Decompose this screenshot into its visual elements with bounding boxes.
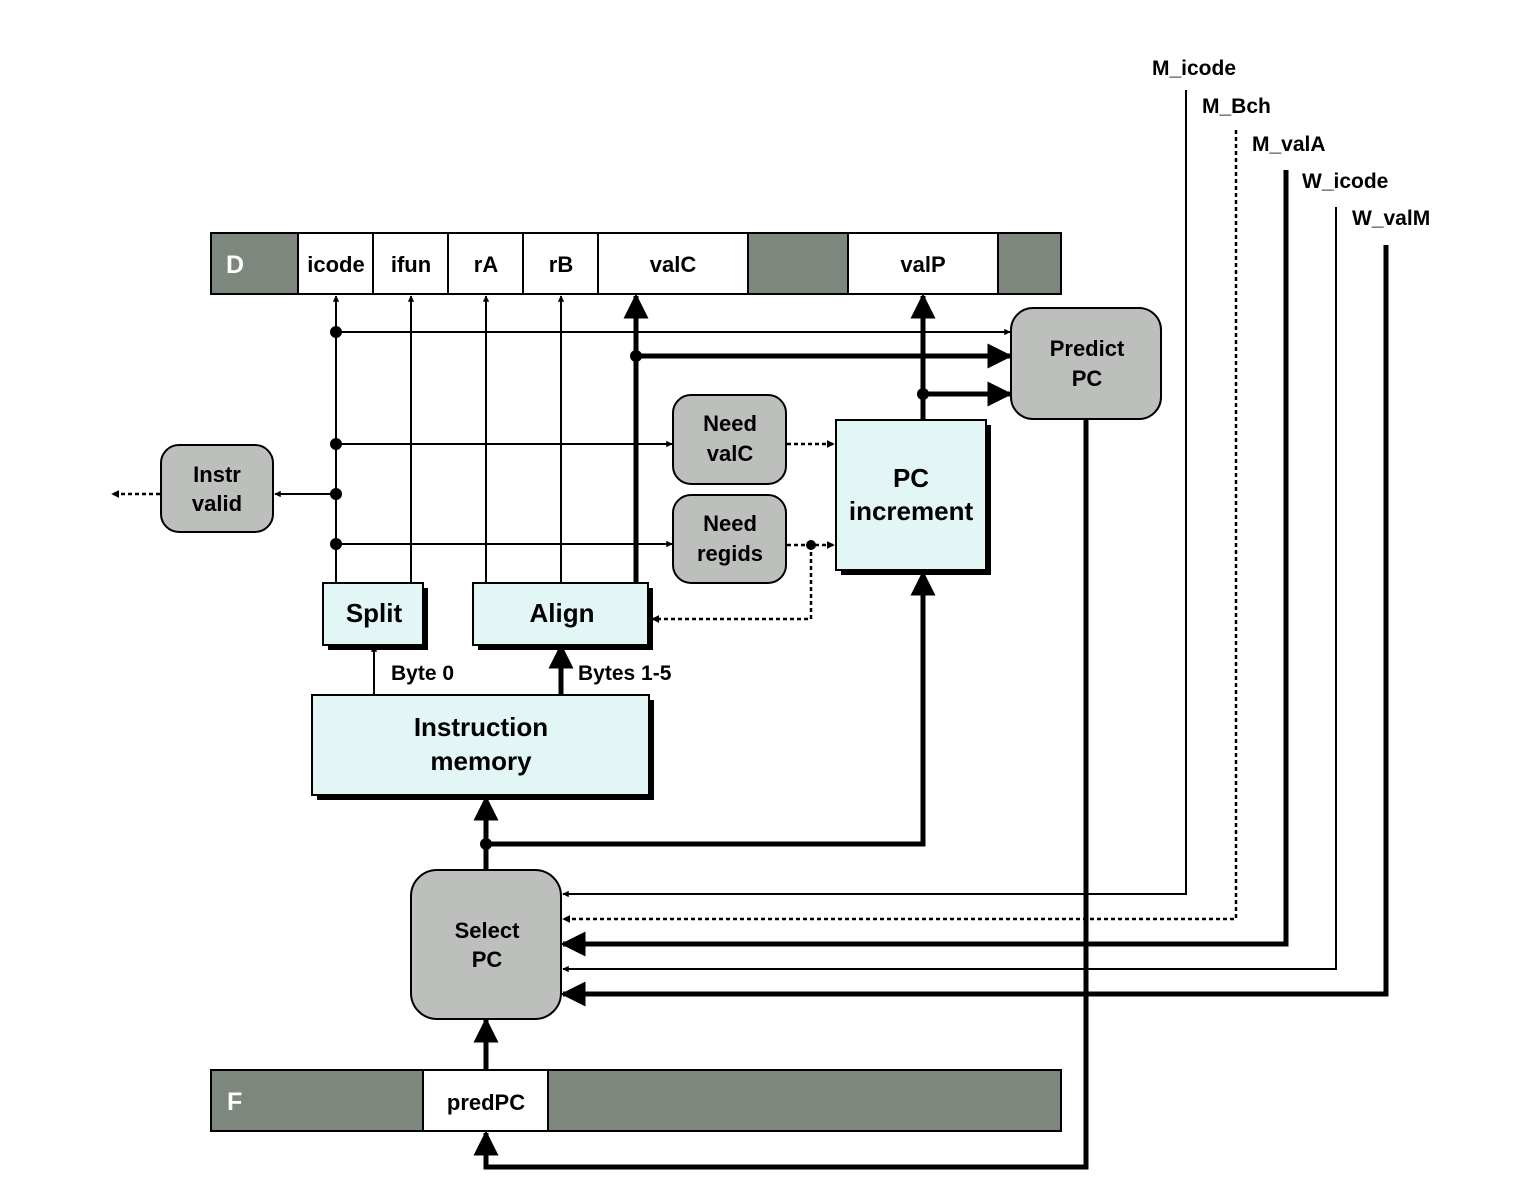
d-field-ifun-cell [372,232,449,295]
imem-label-line2: memory [430,746,532,776]
d-field-valc-cell [597,232,749,295]
need-valc-block: Need valC [672,394,787,485]
byte0-label: Byte 0 [391,662,454,685]
junction-node [630,350,642,362]
wire-w-valm-thin [562,207,1337,973]
d-field-ra: rA [474,252,499,277]
instr-valid-label-line1: Instr [193,462,241,487]
instr-valid-label-line2: valid [192,491,242,516]
f-register-bar [210,1069,1062,1132]
bytes1-5-label: Bytes 1-5 [578,662,672,685]
f-register: F predPC [210,1069,1062,1132]
pc-increment-block: PC increment [835,419,991,575]
d-register: D icode ifun rA rB valC valP [210,232,1062,295]
select-pc-label-line1: Select [455,918,520,943]
align-label: Align [530,598,595,628]
instruction-memory-block: Instruction memory [311,694,654,800]
need-valc-label-line2: valC [707,441,754,466]
wire-w-icode [560,170,1289,957]
d-field-valc: valC [650,252,697,277]
wire-m-vala [562,130,1238,924]
m-icode-label: M_icode [1152,57,1236,80]
m-bch-label: M_Bch [1202,95,1271,118]
split-label: Split [346,598,403,628]
pcinc-label-line2: increment [849,496,974,526]
d-register-label: D [226,251,244,279]
junction-node [806,540,816,550]
wire-predict-to-predpc [473,420,1089,1170]
align-block: Align [472,582,653,650]
d-field-valp: valP [900,252,945,277]
wire-w-valm [560,245,1389,1007]
need-regids-label-line1: Need [703,511,757,536]
junction-node [330,488,342,500]
select-pc-block: Select PC [410,869,562,1020]
f-field-predpc: predPC [447,1090,525,1115]
predict-pc-label-line2: PC [1072,366,1103,391]
f-register-label: F [227,1088,242,1116]
junction-node [330,326,342,338]
d-field-ifun: ifun [391,252,431,277]
predict-pc-block: Predict PC [1010,307,1162,420]
wire-m-bch [562,90,1187,898]
d-field-icode-cell [297,232,374,295]
need-regids-label-line2: regids [697,541,763,566]
predict-pc-label-line1: Predict [1050,336,1125,361]
instr-valid-block: Instr valid [160,444,274,533]
junction-node [330,438,342,450]
junction-node [917,388,929,400]
select-pc-label-line2: PC [472,947,503,972]
d-field-rb: rB [549,252,573,277]
d-field-icode: icode [307,252,364,277]
junction-node [480,838,492,850]
wires [111,90,1389,1170]
m-vala-label: M_valA [1252,133,1326,156]
w-icode-label: W_icode [1302,170,1388,193]
wire-needregids-to-align [651,545,813,624]
d-field-rb-cell [522,232,599,295]
imem-label-line1: Instruction [414,712,548,742]
f-field-predpc-cell [422,1069,549,1132]
wire-pc-to-pcinc [486,570,936,847]
w-valm-label: W_valM [1352,207,1430,230]
pcinc-label-line1: PC [893,463,929,493]
need-valc-label-line1: Need [703,411,757,436]
split-block: Split [322,582,428,650]
need-regids-block: Need regids [672,494,787,584]
junction-node [330,538,342,550]
